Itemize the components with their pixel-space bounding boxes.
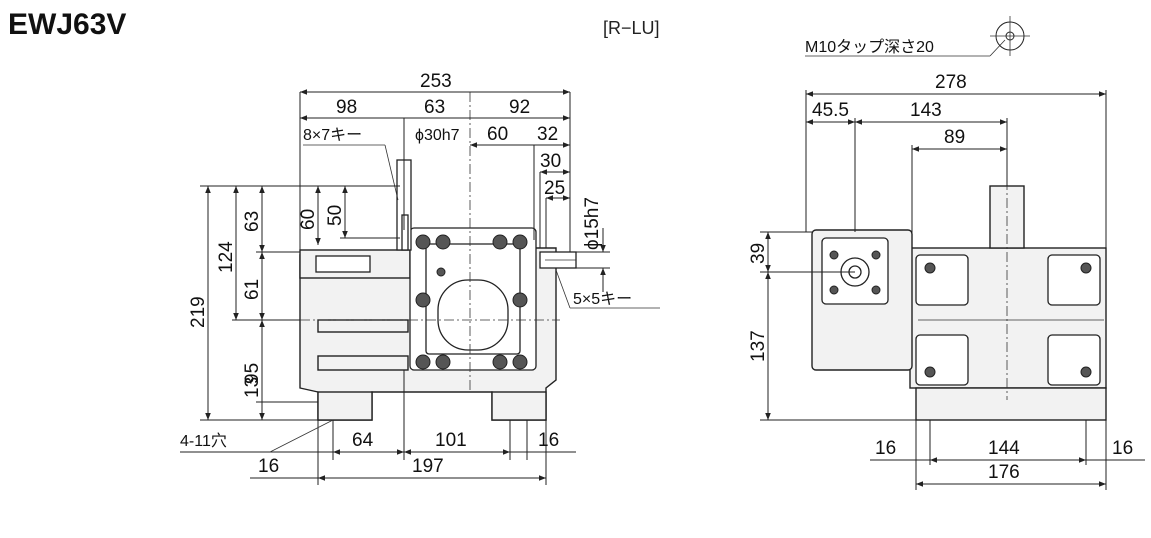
model-title: EWJ63V bbox=[8, 8, 126, 41]
dim-64: 64 bbox=[352, 430, 374, 451]
dim-63-vert: 63 bbox=[242, 211, 263, 232]
dim-13: 13 bbox=[242, 377, 263, 398]
dim-61: 61 bbox=[242, 279, 263, 300]
holes-label: 4-11穴 bbox=[180, 432, 227, 450]
key-input-label: 5×5キー bbox=[573, 291, 632, 308]
dim-176: 176 bbox=[988, 462, 1020, 483]
dim-39: 39 bbox=[748, 243, 769, 264]
variant-label: [R−LU] bbox=[603, 18, 660, 38]
dim-63: 63 bbox=[424, 97, 445, 118]
dim-137: 137 bbox=[748, 330, 769, 362]
dim-219: 219 bbox=[188, 296, 209, 328]
dim-50: 50 bbox=[325, 205, 346, 226]
dim-25: 25 bbox=[544, 178, 565, 199]
dim-60: 60 bbox=[487, 124, 508, 145]
dim-98: 98 bbox=[336, 97, 357, 118]
dim-32: 32 bbox=[537, 124, 558, 145]
side-view bbox=[811, 180, 1107, 421]
dim-144: 144 bbox=[988, 438, 1020, 459]
side-bottom-dimensions: 16 144 16 176 bbox=[870, 420, 1145, 490]
key-output-label: 8×7キー bbox=[303, 127, 362, 144]
side-left-dimensions: 39 137 bbox=[748, 231, 916, 421]
dim-95: 95 bbox=[242, 363, 263, 384]
dim-45-5: 45.5 bbox=[812, 100, 849, 121]
dim-143: 143 bbox=[910, 100, 942, 121]
dim-253: 253 bbox=[420, 71, 452, 92]
dim-278: 278 bbox=[935, 72, 967, 93]
tap-label: M10タップ深さ20 bbox=[805, 38, 934, 56]
input-shaft-dimension: ϕ15h7 5×5キー bbox=[555, 197, 660, 309]
front-top-dimensions: 253 98 63 92 60 32 30 25 8×7キー ϕ30h7 bbox=[299, 71, 571, 252]
dim-197: 197 bbox=[412, 456, 444, 477]
front-view bbox=[299, 92, 577, 421]
side-dim-16-right: 16 bbox=[1112, 438, 1133, 459]
dim-16-right: 16 bbox=[538, 430, 559, 451]
front-left-dimensions: 219 124 63 61 95 13 60 50 bbox=[188, 185, 400, 421]
dim-101: 101 bbox=[435, 430, 467, 451]
shaft-input-label: ϕ15h7 bbox=[582, 197, 603, 250]
dim-16-left: 16 bbox=[258, 456, 279, 477]
dim-124: 124 bbox=[216, 241, 237, 273]
side-dim-16-left: 16 bbox=[875, 438, 896, 459]
side-top-dimensions: M10タップ深さ20 278 45.5 143 89 bbox=[805, 16, 1107, 248]
front-bottom-dimensions: 64 101 16 4-11穴 197 16 bbox=[180, 370, 576, 485]
shaft-output-label: ϕ30h7 bbox=[415, 127, 460, 144]
dim-89: 89 bbox=[944, 127, 965, 148]
dim-30: 30 bbox=[540, 151, 561, 172]
dim-92: 92 bbox=[509, 97, 530, 118]
dim-60-vert: 60 bbox=[298, 209, 319, 230]
